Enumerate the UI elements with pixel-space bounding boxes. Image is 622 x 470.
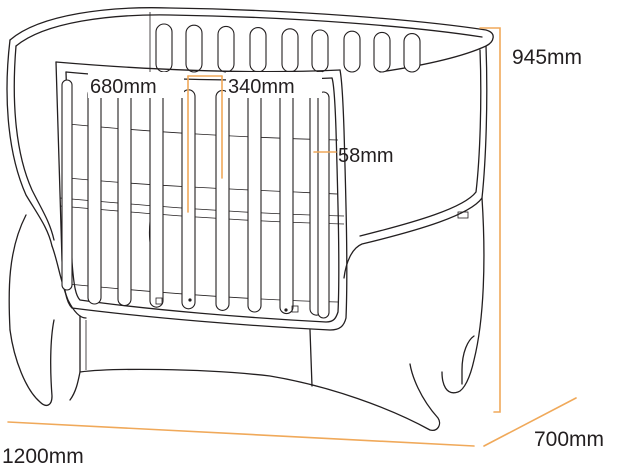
- back-slat: [343, 30, 361, 73]
- slat-gap-label: 58mm: [338, 145, 394, 167]
- front-slat: [61, 79, 73, 291]
- back-slat: [311, 29, 329, 73]
- front-slat: [149, 88, 164, 308]
- inner-height-340-label: 340mm: [228, 76, 295, 98]
- hardware-dots: [155, 297, 299, 313]
- back-slat: [249, 27, 267, 73]
- inner-height-680-label: 680mm: [90, 76, 157, 98]
- front-slat: [317, 91, 330, 319]
- back-slats: [155, 23, 421, 73]
- width-dimension-line: [7, 421, 475, 447]
- crib-body: [6, 39, 488, 431]
- crib-back-rim: [9, 7, 494, 78]
- back-slat: [373, 31, 391, 73]
- dimension-lines: [7, 27, 577, 447]
- height-dimension-line: [479, 27, 501, 413]
- back-slat: [217, 25, 235, 73]
- front-slat: [87, 87, 102, 305]
- depth-dimension-line: [483, 397, 577, 447]
- back-slat: [281, 28, 299, 73]
- front-slat: [247, 90, 262, 313]
- back-slat: [403, 33, 421, 73]
- back-slat: [185, 24, 203, 73]
- end-panel-slot: [457, 211, 469, 219]
- front-slat: [117, 88, 132, 307]
- depth-label: 700mm: [534, 428, 604, 451]
- height-label: 945mm: [512, 46, 582, 69]
- back-slat: [155, 23, 173, 73]
- width-label: 1200mm: [2, 445, 84, 468]
- front-slat: [279, 91, 294, 315]
- front-slats: [61, 79, 330, 319]
